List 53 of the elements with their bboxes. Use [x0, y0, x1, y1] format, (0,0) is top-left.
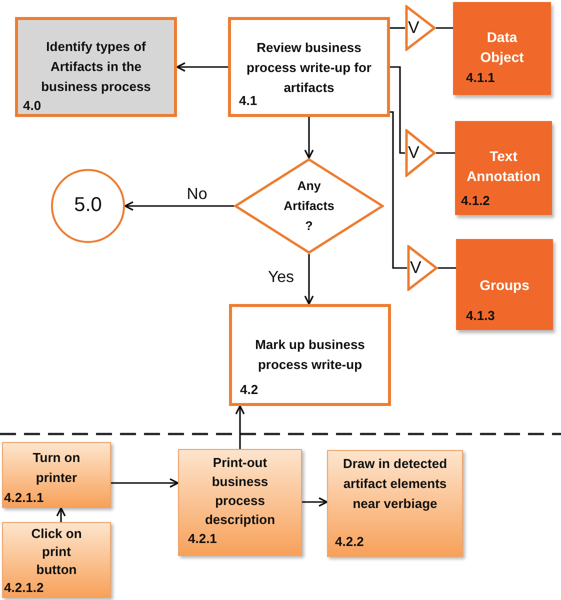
process-box: [2, 522, 111, 598]
arrow: [111, 478, 179, 488]
process-box: [453, 2, 551, 95]
step-text: Turn on printer: [32, 449, 82, 487]
connector-line: [390, 27, 405, 29]
arrow: [176, 62, 228, 72]
arrow: [302, 497, 328, 507]
step-number: 4.2.1.2: [4, 581, 44, 595]
step-number: 4.2.1.1: [4, 491, 44, 505]
symbol-letter: V: [408, 144, 420, 162]
connector-line: [436, 27, 453, 29]
process-box: [455, 121, 552, 215]
decision-diamond: [234, 158, 384, 254]
step-number: 4.2.1: [188, 532, 217, 546]
step-text: Print-out business process description: [204, 454, 276, 529]
connector-line: [390, 66, 405, 154]
step-text: Draw in detected artifact elements near verbiage: [342, 455, 448, 513]
step-text: Data Object: [479, 28, 525, 67]
step-number: 4.0: [23, 99, 42, 113]
triangle-symbol: [405, 5, 436, 51]
connector-line: [436, 152, 455, 154]
step-number: 4.1.1: [466, 71, 495, 85]
process-box: [229, 304, 391, 406]
arrow: [304, 254, 314, 305]
arrow: [304, 117, 314, 159]
step-number: 4.1.2: [461, 194, 490, 208]
process-box: [327, 450, 463, 557]
process-box: [2, 442, 111, 508]
triangle-symbol: [407, 245, 438, 291]
step-text: Click on print button: [30, 525, 83, 579]
step-text: Identify types of Artifacts in the business process: [40, 38, 152, 96]
arrow: [124, 201, 234, 211]
process-box: [456, 239, 553, 330]
process-box: [178, 449, 302, 556]
connector-line: [390, 111, 407, 269]
step-text: Groups: [480, 276, 530, 295]
step-text: Review business process write-up for artifacts: [246, 39, 372, 96]
step-text: Mark up business process write-up: [254, 336, 366, 374]
symbol-letter: V: [408, 19, 420, 37]
arrow: [235, 405, 245, 449]
step-number: 5.0: [74, 194, 102, 217]
process-box: [228, 17, 390, 117]
connector-line: [438, 267, 456, 269]
decision-text: Any Artifacts ?: [282, 178, 336, 235]
process-box: [15, 17, 177, 117]
step-number: 4.2: [240, 383, 258, 397]
symbol-letter: V: [410, 259, 422, 277]
arrow: [56, 507, 66, 522]
step-text: Text Annotation: [466, 147, 542, 186]
step-number: 4.2.2: [335, 535, 364, 549]
step-number: 4.1.3: [466, 309, 495, 323]
triangle-symbol: [405, 129, 436, 177]
step-number: 4.1: [239, 94, 258, 108]
